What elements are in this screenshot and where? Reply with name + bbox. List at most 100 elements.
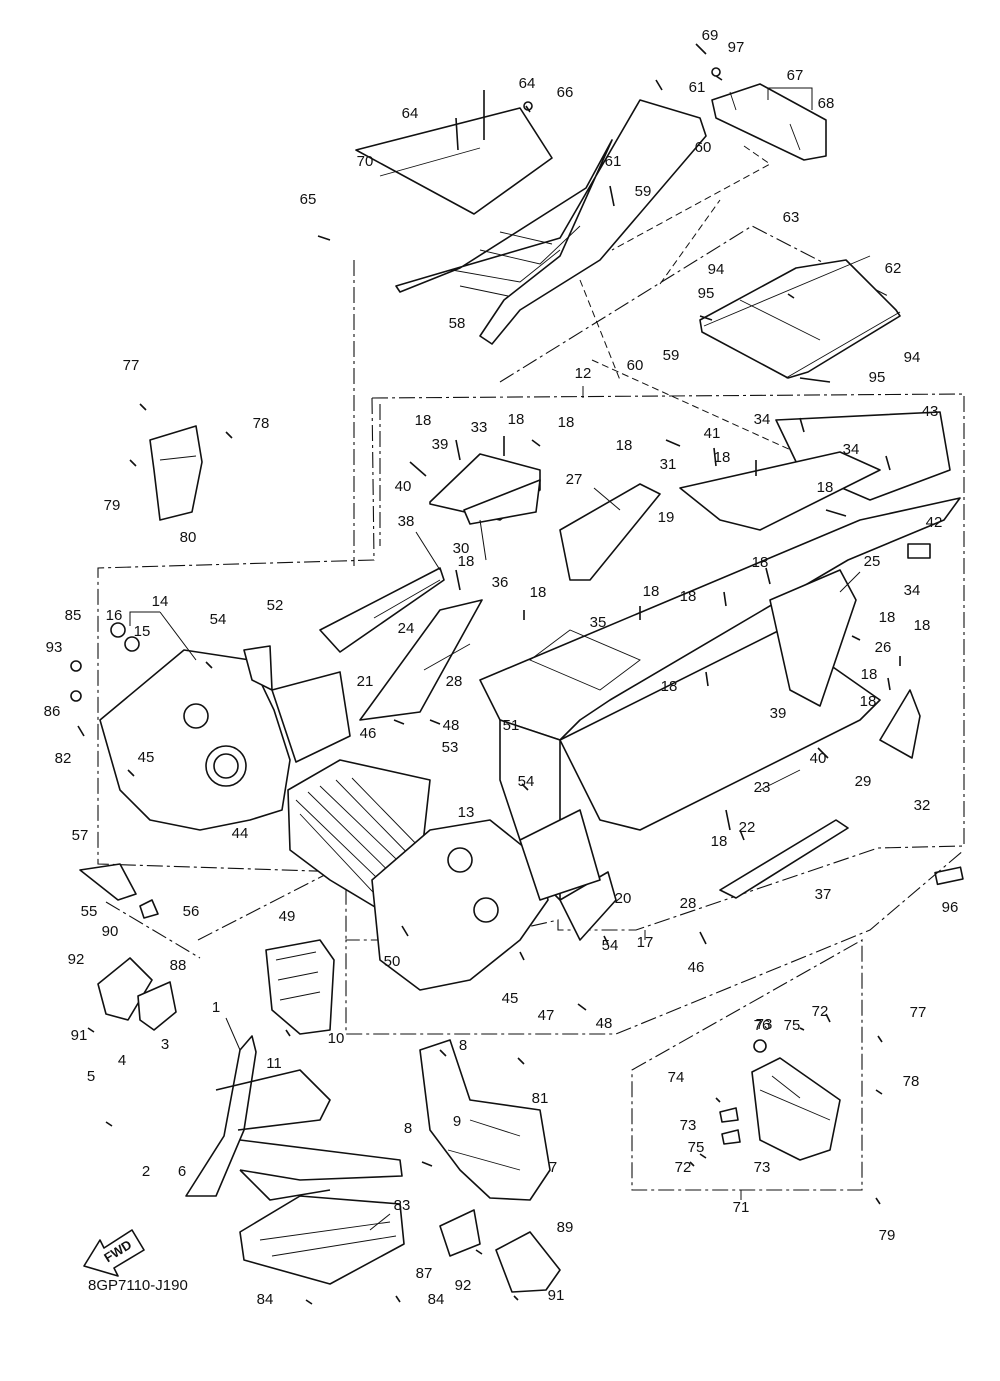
- callout-29: 29: [855, 773, 872, 790]
- diagram-code: 8GP7110-J190: [88, 1277, 188, 1294]
- callout-45: 45: [502, 990, 519, 1007]
- callout-85: 85: [65, 607, 82, 624]
- callout-72: 72: [812, 1003, 829, 1020]
- callout-27: 27: [566, 471, 583, 488]
- callout-14: 14: [152, 593, 169, 610]
- callout-62: 62: [885, 260, 902, 277]
- callout-86: 86: [44, 703, 61, 720]
- callout-60: 60: [695, 139, 712, 156]
- callout-92: 92: [68, 951, 85, 968]
- callout-74: 74: [668, 1069, 685, 1086]
- callout-64: 64: [519, 75, 536, 92]
- callout-61: 61: [689, 79, 706, 96]
- side-tank: [719, 1039, 841, 1161]
- callout-75: 75: [688, 1139, 705, 1156]
- callout-59: 59: [663, 347, 680, 364]
- callout-18: 18: [558, 414, 575, 431]
- callout-18: 18: [914, 617, 931, 634]
- callout-40: 40: [810, 750, 827, 767]
- callout-80: 80: [180, 529, 197, 546]
- callout-78: 78: [253, 415, 270, 432]
- callout-23: 23: [754, 779, 771, 796]
- fasteners: [70, 43, 964, 1305]
- callout-48: 48: [443, 717, 460, 734]
- callout-46: 46: [360, 725, 377, 742]
- callout-89: 89: [557, 1219, 574, 1236]
- callout-18: 18: [714, 449, 731, 466]
- callout-31: 31: [660, 456, 677, 473]
- callout-79: 79: [104, 497, 121, 514]
- callout-10: 10: [328, 1030, 345, 1047]
- rear-plate: [699, 255, 901, 379]
- callout-46: 46: [688, 959, 705, 976]
- callout-24: 24: [398, 620, 415, 637]
- callout-43: 43: [922, 403, 939, 420]
- callout-77: 77: [910, 1004, 927, 1021]
- callout-71: 71: [733, 1199, 750, 1216]
- callout-13: 13: [458, 804, 475, 821]
- callout-97: 97: [728, 39, 745, 56]
- callout-34: 34: [843, 441, 860, 458]
- callout-84: 84: [428, 1291, 445, 1308]
- callout-65: 65: [300, 191, 317, 208]
- footrest-parts: [319, 453, 921, 899]
- leader-lines: [129, 87, 861, 1231]
- callout-2: 2: [142, 1163, 150, 1180]
- callout-54: 54: [602, 937, 619, 954]
- callout-49: 49: [279, 908, 296, 925]
- callout-90: 90: [102, 923, 119, 940]
- callout-7: 7: [549, 1159, 557, 1176]
- callout-73: 73: [680, 1117, 697, 1134]
- callout-81: 81: [532, 1090, 549, 1107]
- mount-brackets: [79, 863, 561, 1293]
- callout-91: 91: [71, 1027, 88, 1044]
- callout-28: 28: [446, 673, 463, 690]
- callout-34: 34: [754, 411, 771, 428]
- callout-18: 18: [643, 583, 660, 600]
- callout-70: 70: [357, 153, 374, 170]
- callout-48: 48: [596, 1015, 613, 1032]
- callout-44: 44: [232, 825, 249, 842]
- callout-37: 37: [815, 886, 832, 903]
- main-chassis: [479, 411, 961, 941]
- callout-77: 77: [123, 357, 140, 374]
- callout-40: 40: [395, 478, 412, 495]
- callout-73: 73: [754, 1159, 771, 1176]
- skid-plate: [239, 1195, 405, 1285]
- callout-64: 64: [402, 105, 419, 122]
- callout-47: 47: [538, 1007, 555, 1024]
- callout-33: 33: [471, 419, 488, 436]
- callout-63: 63: [783, 209, 800, 226]
- callout-45: 45: [138, 749, 155, 766]
- callout-75: 75: [784, 1017, 801, 1034]
- callout-61: 61: [605, 153, 622, 170]
- callout-6: 6: [178, 1163, 186, 1180]
- callout-95: 95: [698, 285, 715, 302]
- callout-3: 3: [161, 1036, 169, 1053]
- fwd-arrow: FWD: [83, 1229, 145, 1277]
- callout-72: 72: [675, 1159, 692, 1176]
- callout-16: 16: [106, 607, 123, 624]
- callout-95: 95: [869, 369, 886, 386]
- callout-21: 21: [357, 673, 374, 690]
- callout-22: 22: [739, 819, 756, 836]
- callout-4: 4: [118, 1052, 126, 1069]
- callout-41: 41: [704, 425, 721, 442]
- callout-8: 8: [404, 1120, 412, 1137]
- callout-39: 39: [770, 705, 787, 722]
- callout-50: 50: [384, 953, 401, 970]
- callout-28: 28: [680, 895, 697, 912]
- callout-18: 18: [661, 678, 678, 695]
- callout-26: 26: [875, 639, 892, 656]
- callout-78: 78: [903, 1073, 920, 1090]
- callout-79: 79: [879, 1227, 896, 1244]
- callout-87: 87: [416, 1265, 433, 1282]
- callout-92: 92: [455, 1277, 472, 1294]
- callout-93: 93: [46, 639, 63, 656]
- callout-11: 11: [266, 1055, 282, 1072]
- callout-56: 56: [183, 903, 200, 920]
- callout-8: 8: [459, 1037, 467, 1054]
- callout-69: 69: [702, 27, 719, 44]
